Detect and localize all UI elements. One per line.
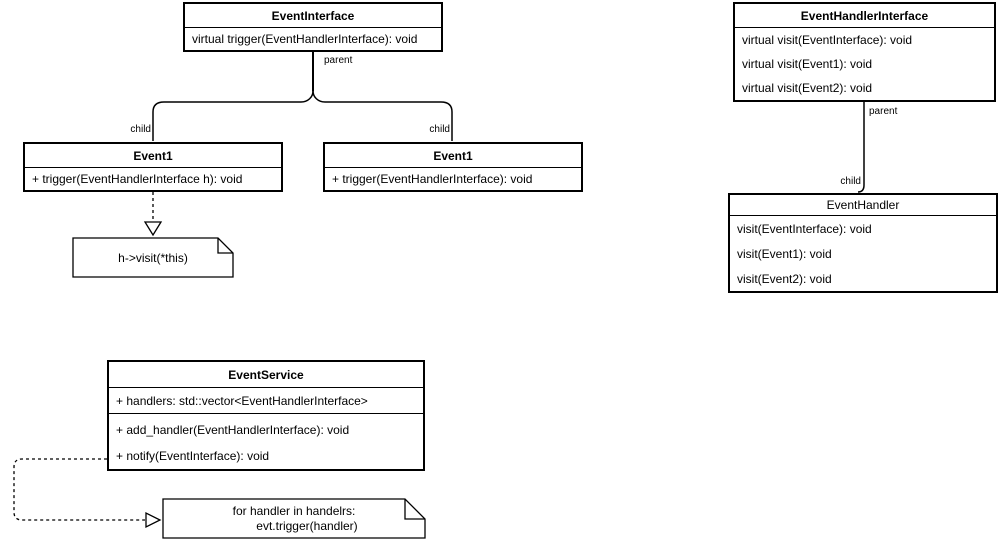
class-method: visit(EventInterface): void	[737, 221, 872, 236]
class-event1-right[interactable]: Event1 + trigger(EventHandlerInterface):…	[323, 142, 583, 192]
left-tree-branch-right[interactable]	[312, 90, 453, 141]
edge-label-child: child	[429, 124, 450, 135]
open-arrowhead-down-icon	[143, 221, 163, 237]
visit-note-text: h->visit(*this)	[118, 250, 188, 265]
class-method: + trigger(EventHandlerInterface): void	[332, 172, 533, 186]
class-method: visit(Event2): void	[737, 271, 832, 286]
class-title: EventHandler	[730, 195, 996, 216]
loop-note-fold-icon	[404, 499, 425, 520]
open-arrowhead-right-icon	[145, 511, 162, 529]
class-event-handler-interface[interactable]: EventHandlerInterface virtual visit(Even…	[733, 2, 996, 102]
edge-label-parent: parent	[869, 106, 898, 117]
class-method: visit(Event1): void	[737, 246, 832, 261]
class-title: EventService	[109, 362, 423, 388]
class-title: EventHandlerInterface	[735, 4, 994, 28]
class-attribute: + handlers: std::vector<EventHandlerInte…	[116, 393, 368, 408]
class-method: + notify(EventInterface): void	[116, 449, 270, 463]
class-title: EventInterface	[185, 4, 441, 28]
dependency-arrow-to-loop-note[interactable]	[13, 458, 145, 521]
class-event-service[interactable]: EventService + handlers: std::vector<Eve…	[107, 360, 425, 471]
loop-note-shape[interactable]	[162, 498, 426, 539]
class-method: virtual visit(EventInterface): void	[742, 33, 913, 47]
loop-note-text: for handler in handelrs: evt.trigger(han…	[232, 503, 358, 533]
class-method: virtual visit(Event1): void	[742, 57, 873, 71]
class-title: Event1	[25, 144, 281, 168]
class-method: + trigger(EventHandlerInterface h): void	[32, 172, 243, 186]
edge-label-child: child	[840, 176, 861, 187]
right-tree-connector[interactable]	[857, 102, 865, 193]
edge-label-child: child	[130, 124, 151, 135]
left-tree-branch-left[interactable]	[152, 90, 314, 141]
class-method: virtual visit(Event2): void	[742, 81, 873, 95]
class-event-handler[interactable]: EventHandler visit(EventInterface): void…	[728, 193, 998, 293]
class-event-interface[interactable]: EventInterface virtual trigger(EventHand…	[183, 2, 443, 52]
class-method: virtual trigger(EventHandlerInterface): …	[192, 32, 418, 46]
class-title: Event1	[325, 144, 581, 168]
visit-note-shape[interactable]	[72, 237, 234, 278]
edge-label-parent: parent	[324, 55, 353, 66]
visit-note-fold-icon	[217, 238, 233, 254]
class-event1-left[interactable]: Event1 + trigger(EventHandlerInterface h…	[23, 142, 283, 192]
class-method: + add_handler(EventHandlerInterface): vo…	[116, 423, 350, 437]
